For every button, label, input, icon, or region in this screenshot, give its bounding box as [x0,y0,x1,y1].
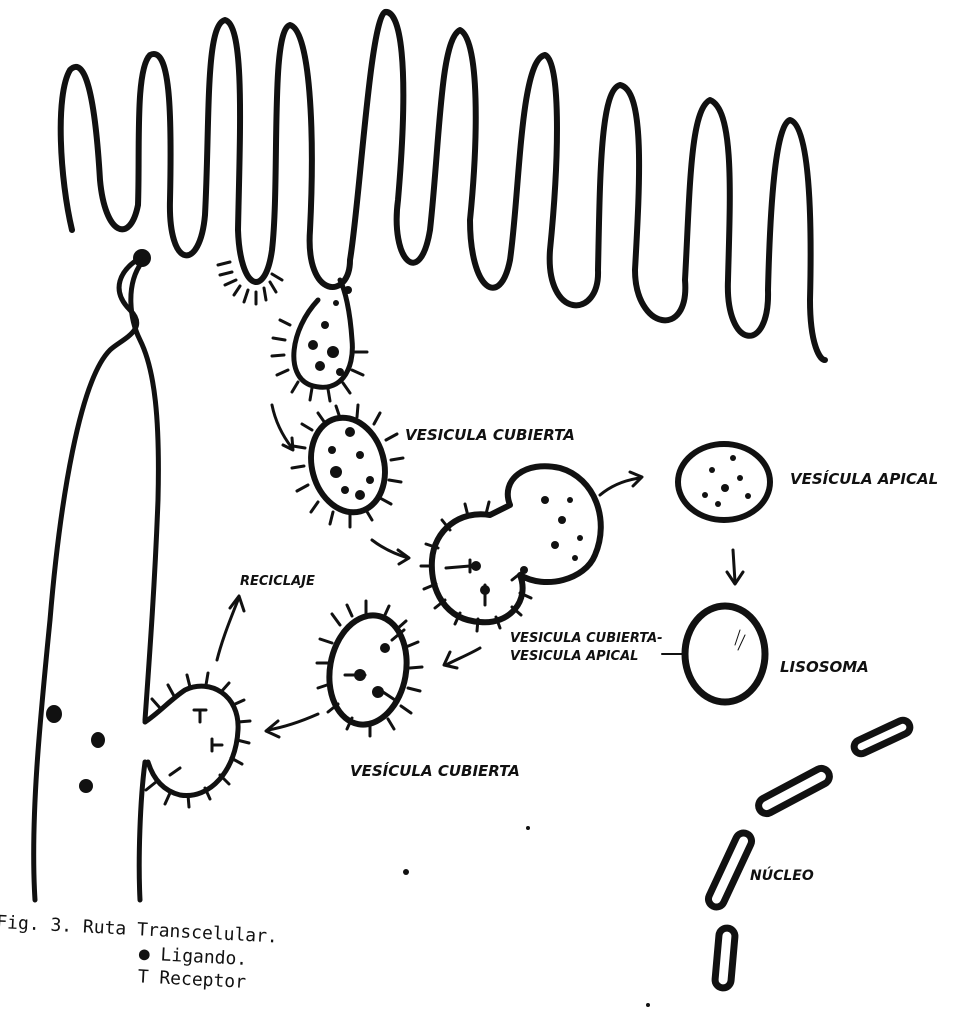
arrow-fusion-to-recycling-vesicle [446,648,480,665]
label-vesicula-cubierta-apical-1: VESICULA CUBIERTA- [510,631,663,646]
arrow-bud-to-vesicle [272,405,292,448]
caption-legend-ligando: ● Ligando. [138,943,247,970]
released-ligands [46,705,105,793]
stray-specks [403,826,650,1007]
arrow-apical-to-lysosome [733,550,735,582]
lateral-membrane-inner [131,262,159,720]
apical-microvilli-membrane [61,12,825,360]
label-reciclaje: RECICLAJE [240,574,315,589]
nucleus-envelope [706,718,912,989]
label-lisosoma: LISOSOMA [780,658,869,676]
lysosome [685,606,765,702]
caption-legend-receptor: T Receptor [137,966,246,993]
arrow-vesicle-to-fusion [372,540,408,558]
label-vesicula-cubierta-bottom: VESÍCULA CUBIERTA [350,761,520,780]
label-nucleo: NÚCLEO [750,866,814,884]
budding-coated-vesicle [272,280,367,401]
arrow-recycling [217,600,238,660]
figure-caption: Fig. 3. Ruta Transcelular. ● Ligando. T … [0,912,278,995]
basolateral-coated-pit [145,673,250,807]
lateral-membrane [34,258,140,900]
coated-vesicle-bottom [317,601,422,736]
coated-vesicle-top [292,405,403,527]
label-vesicula-cubierta-apical-2: VESICULA APICAL [510,649,638,664]
fusing-vesicles [421,466,601,631]
label-vesicula-apical: VESÍCULA APICAL [790,469,938,488]
label-vesicula-cubierta-top: VESICULA CUBIERTA [405,426,575,444]
caption-title: Fig. 3. Ruta Transcelular. [0,912,278,948]
apical-coated-pit-bristles [218,262,282,304]
apical-vesicle [678,444,770,520]
basolateral-pit-lower [139,762,145,900]
